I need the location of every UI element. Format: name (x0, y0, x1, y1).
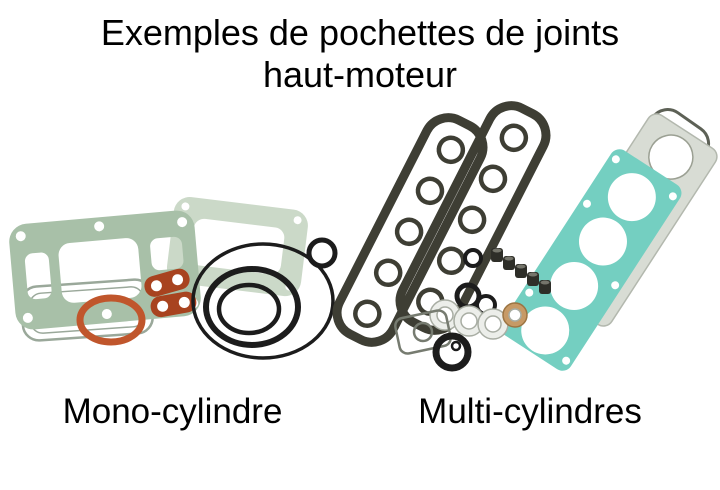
title-line-1: Exemples de pochettes de joints (100, 12, 620, 53)
mono-orange-o-ring (76, 294, 146, 346)
multi-teal-head-gasket (500, 149, 682, 371)
mono-exhaust-gasket-2 (150, 291, 197, 318)
title-line-2: haut-moteur (262, 54, 458, 96)
multi-valve-stem-seals (491, 248, 551, 294)
page-title: Exemples de pochettes de joints haut-mot… (0, 12, 720, 97)
multi-plate-gasket (394, 309, 452, 355)
multi-cam-cover-gasket-1 (332, 113, 488, 347)
mono-cylinder-label: Mono-cylindre (62, 392, 283, 431)
multi-cylinder-label: Multi-cylindres (418, 392, 642, 431)
multi-washers (429, 299, 528, 340)
mono-exhaust-gasket-1 (144, 268, 190, 297)
mono-kit-illustration (9, 197, 338, 360)
multi-kit-illustration (332, 101, 718, 372)
mono-black-o-rings (191, 237, 338, 360)
multi-round-gasket (432, 332, 472, 372)
